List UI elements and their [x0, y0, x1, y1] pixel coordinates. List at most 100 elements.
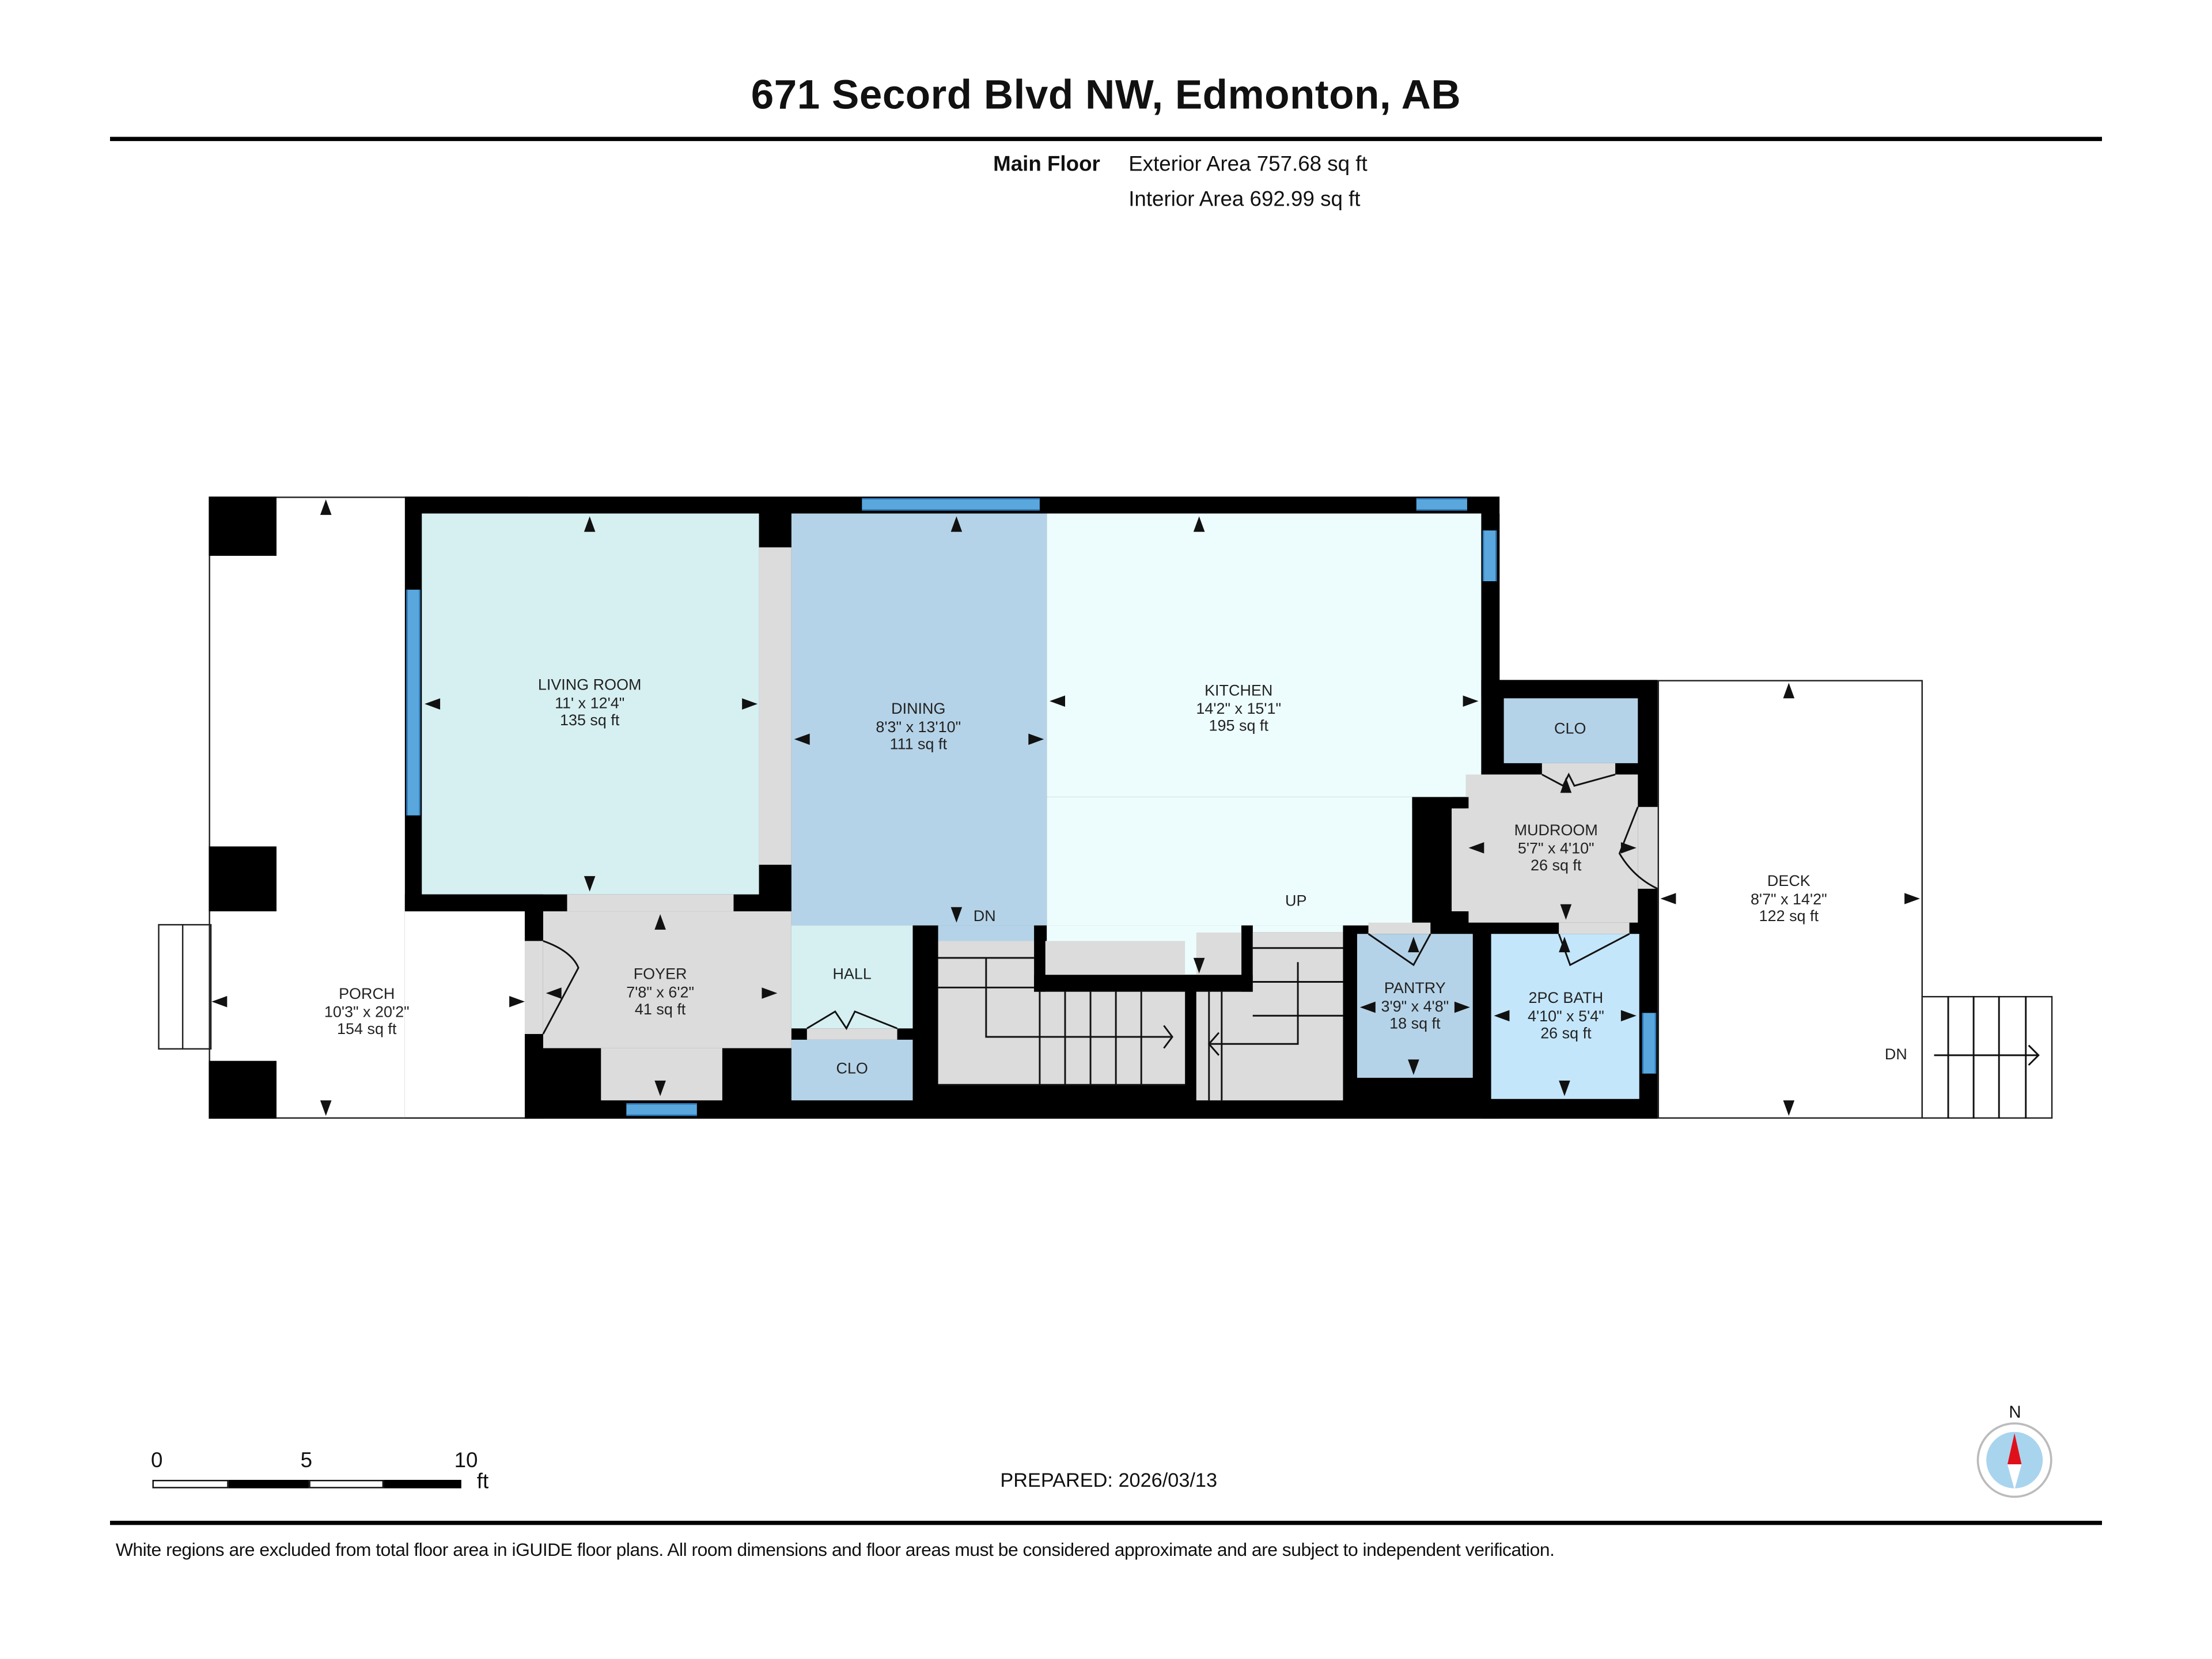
prepared-date: PREPARED: 2026/03/13 — [1000, 1468, 1218, 1491]
room-dimensions: 10'3" x 20'2" — [324, 1003, 410, 1021]
room-dimensions: 4'10" x 5'4" — [1527, 1007, 1604, 1025]
room-name: DECK — [1767, 873, 1810, 891]
dimension-arrow — [762, 987, 778, 999]
closet-mudroom[interactable] — [1503, 698, 1638, 763]
room-area: 195 sq ft — [1209, 718, 1268, 735]
room-area: 122 sq ft — [1759, 908, 1819, 926]
room-dimensions: 14'2" x 15'1" — [1196, 700, 1282, 718]
dimension-arrow — [1660, 893, 1676, 904]
dimension-arrow — [1468, 842, 1484, 854]
dimension-arrow — [1408, 1059, 1419, 1075]
living-room[interactable] — [422, 513, 759, 895]
kitchen[interactable] — [1047, 513, 1482, 797]
porch-step-line — [181, 924, 184, 1050]
deck-label: DECK 8'7" x 14'2" 122 sq ft — [1751, 873, 1827, 926]
kitchen-label: KITCHEN 14'2" x 15'1" 195 sq ft — [1196, 683, 1281, 736]
dining-label: DINING 8'3" x 13'10" 111 sq ft — [876, 701, 961, 754]
closet-hall-label: CLO — [836, 1061, 868, 1079]
interior-area: Interior Area 692.99 sq ft — [1128, 187, 1361, 212]
room-area: 111 sq ft — [889, 736, 947, 753]
dimension-arrow — [794, 733, 810, 745]
dimension-arrow — [742, 698, 758, 710]
window — [626, 1103, 697, 1116]
dimension-arrow — [654, 1080, 666, 1096]
dimension-arrow — [1783, 683, 1795, 699]
deck-stair-down-label: DN — [1884, 1047, 1907, 1064]
dining-room[interactable] — [791, 513, 1047, 926]
deck-steps[interactable] — [1921, 995, 2053, 1119]
living-room-label: LIVING ROOM 11' x 12'4" 135 sq ft — [538, 677, 642, 730]
dimension-arrow — [1463, 695, 1479, 707]
porch-column — [209, 497, 277, 556]
deck[interactable] — [1657, 680, 1923, 1119]
scale-tick-0: 0 — [151, 1449, 163, 1473]
window — [1642, 1013, 1657, 1074]
room-dimensions: 8'3" x 13'10" — [876, 718, 961, 736]
dimension-arrow — [584, 516, 596, 532]
porch-steps — [158, 924, 212, 1050]
room-name: 2PC BATH — [1528, 990, 1604, 1007]
dimension-arrow — [1620, 842, 1637, 854]
room-area: 26 sq ft — [1540, 1025, 1592, 1043]
dimension-arrow — [509, 995, 525, 1007]
dimension-arrow — [211, 995, 228, 1007]
dimension-arrow — [1559, 937, 1570, 953]
room-area: 18 sq ft — [1389, 1016, 1441, 1033]
room-area: 135 sq ft — [559, 712, 620, 730]
page-title: 671 Secord Blvd NW, Edmonton, AB — [751, 73, 1461, 119]
room-name: FOYER — [633, 966, 687, 983]
exterior-area: Exterior Area 757.68 sq ft — [1128, 152, 1368, 177]
hall[interactable] — [791, 925, 913, 1029]
dimension-arrow — [1454, 1001, 1470, 1013]
header-divider — [110, 137, 2103, 141]
porch-column — [209, 846, 277, 912]
living-dining-opening — [759, 547, 791, 865]
scale-tick-10: 10 — [454, 1449, 478, 1473]
closet-mudroom-label: CLO — [1554, 721, 1586, 738]
pantry[interactable] — [1357, 934, 1473, 1078]
window — [1482, 530, 1497, 581]
dimension-arrow — [1408, 937, 1419, 953]
mudroom[interactable] — [1465, 774, 1638, 923]
room-dimensions: 11' x 12'4" — [555, 695, 625, 712]
dimension-arrow — [320, 499, 332, 515]
dimension-arrow — [654, 914, 666, 930]
dimension-arrow — [425, 698, 441, 710]
pantry-label: PANTRY 3'9" x 4'8" 18 sq ft — [1381, 980, 1449, 1033]
staircase-down[interactable] — [938, 941, 1185, 1085]
two-piece-bath[interactable] — [1491, 934, 1639, 1099]
room-dimensions: 7'8" x 6'2" — [626, 984, 695, 1001]
dimension-arrow — [1050, 695, 1065, 707]
room-name: CLO — [1554, 721, 1586, 738]
dimension-arrow — [1904, 893, 1921, 904]
room-name: KITCHEN — [1205, 683, 1273, 700]
dimension-arrow — [584, 876, 596, 892]
dimension-arrow — [1560, 777, 1572, 793]
dimension-arrow — [1193, 516, 1205, 532]
room-name: PORCH — [339, 986, 395, 1003]
room-area: 26 sq ft — [1531, 857, 1582, 875]
dimension-arrow — [1560, 904, 1572, 920]
room-name: HALL — [832, 966, 872, 983]
bath-label: 2PC BATH 4'10" x 5'4" 26 sq ft — [1528, 990, 1604, 1043]
room-name: PANTRY — [1384, 980, 1446, 998]
room-dimensions: 8'7" x 14'2" — [1750, 891, 1827, 908]
room-dimensions: 3'9" x 4'8" — [1381, 998, 1449, 1016]
window — [862, 498, 1040, 511]
dimension-arrow — [546, 987, 562, 999]
room-name: DINING — [891, 701, 946, 718]
closet-hall[interactable] — [791, 1039, 913, 1101]
dimension-arrow — [1620, 1010, 1637, 1022]
compass-north-label: N — [2009, 1402, 2021, 1422]
window — [1416, 498, 1467, 511]
scale-unit: ft — [476, 1469, 489, 1494]
dimension-arrow — [950, 907, 963, 923]
compass-icon — [1976, 1422, 2052, 1498]
foyer[interactable] — [543, 911, 791, 1048]
stair-down-label: DN — [973, 908, 996, 926]
floor-label: Main Floor — [993, 152, 1100, 177]
hall-label: HALL — [832, 967, 871, 984]
